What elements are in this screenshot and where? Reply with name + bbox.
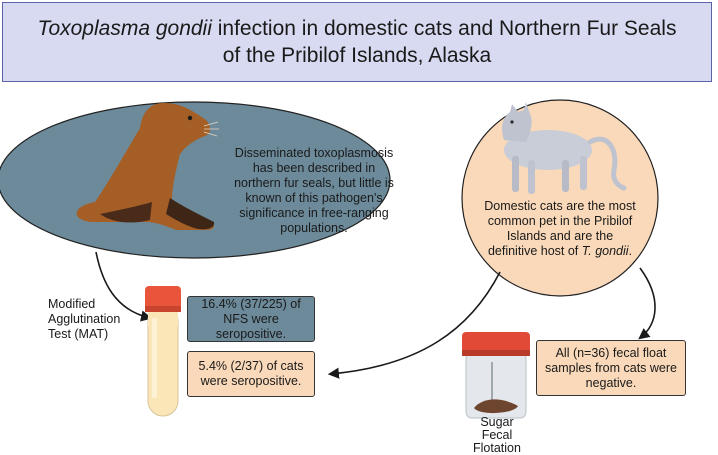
cat-description-end: . bbox=[628, 244, 633, 258]
arrow-cat-to-result bbox=[327, 271, 501, 379]
cat-circle bbox=[461, 99, 659, 297]
title-text: Toxoplasma gondii infection in domestic … bbox=[37, 15, 677, 69]
arrow-seal-to-mat bbox=[95, 251, 153, 322]
title-banner: Toxoplasma gondii infection in domestic … bbox=[2, 2, 712, 82]
nfs-result-text: 16.4% (37/225) of NFS were seropositive. bbox=[201, 296, 301, 341]
cat-description: Domestic cats are the most common pet in… bbox=[482, 199, 638, 259]
cat-icon bbox=[502, 102, 627, 194]
title-italic: Toxoplasma gondii bbox=[37, 17, 212, 40]
specimen-cup-icon bbox=[462, 332, 530, 419]
cats-result-box: 5.4% (2/37) of cats were seropositive. bbox=[187, 351, 315, 397]
title-rest: infection in domestic cats and Northern … bbox=[211, 17, 677, 67]
test-tube-icon bbox=[145, 286, 181, 417]
seal-description: Disseminated toxoplasmosis has been desc… bbox=[234, 146, 394, 235]
cat-description-main: Domestic cats are the most common pet in… bbox=[484, 199, 636, 258]
fecal-result-text: All (n=36) fecal float samples from cats… bbox=[545, 345, 677, 390]
fecal-label: Sugar Fecal Flotation bbox=[473, 415, 521, 455]
cats-result-text: 5.4% (2/37) of cats were seropositive. bbox=[198, 359, 304, 388]
cat-description-italic: T. gondii bbox=[581, 244, 629, 258]
nfs-result-box: 16.4% (37/225) of NFS were seropositive. bbox=[187, 296, 315, 342]
mat-label: Modified Agglutination Test (MAT) bbox=[48, 297, 121, 341]
diagram-art bbox=[0, 99, 659, 419]
arrow-cat-to-fecal bbox=[638, 267, 656, 340]
fecal-result-box: All (n=36) fecal float samples from cats… bbox=[536, 340, 686, 396]
seal-icon bbox=[76, 103, 219, 230]
